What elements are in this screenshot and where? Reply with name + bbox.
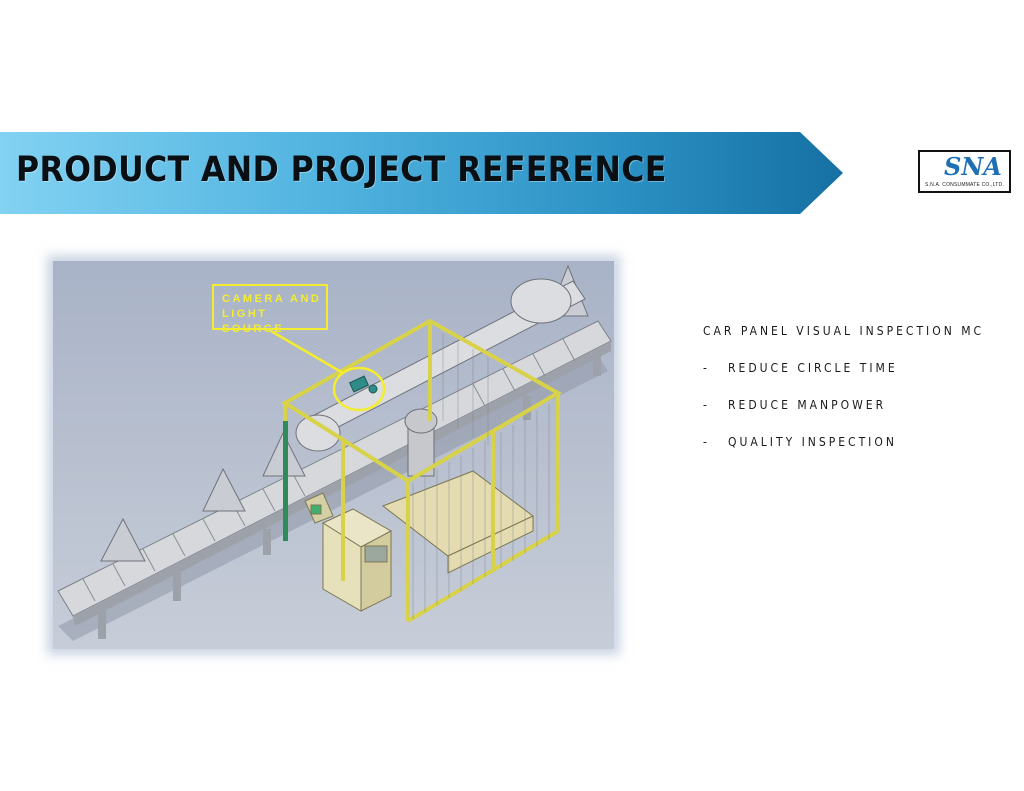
- list-item-text: REDUCE CIRCLE TIME: [728, 361, 898, 375]
- bullet-dash: -: [703, 398, 710, 412]
- list-item: - REDUCE MANPOWER: [703, 395, 984, 415]
- benefit-list: - REDUCE CIRCLE TIME - REDUCE MANPOWER - QU…: [703, 358, 984, 452]
- project-info: CAR PANEL VISUAL INSPECTION MC - REDUCE C…: [703, 321, 984, 452]
- callout-line: LIGHT SOURCE: [222, 308, 285, 335]
- list-item-text: QUALITY INSPECTION: [728, 435, 897, 449]
- list-item: - REDUCE CIRCLE TIME: [703, 358, 984, 378]
- logo-mark: SNA: [944, 152, 1002, 181]
- camera-callout-ring: [332, 366, 386, 412]
- callout-line: CAMERA AND: [222, 293, 322, 305]
- bullet-dash: -: [703, 435, 710, 449]
- title-banner: [0, 132, 843, 214]
- project-heading: CAR PANEL VISUAL INSPECTION MC: [703, 324, 985, 338]
- logo-company-name: S.N.A. CONSUMMATE CO.,LTD.: [925, 182, 1004, 188]
- inspection-machine-render: [53, 261, 614, 649]
- camera-callout-leader: [270, 329, 344, 375]
- page-title: PRODUCT AND PROJECT REFERENCE: [16, 150, 667, 190]
- bullet-dash: -: [703, 361, 710, 375]
- list-item-text: REDUCE MANPOWER: [728, 398, 887, 412]
- camera-callout-label: CAMERA AND LIGHT SOURCE: [212, 284, 328, 335]
- company-logo: SNA S.N.A. CONSUMMATE CO.,LTD.: [918, 150, 1011, 193]
- list-item: - QUALITY INSPECTION: [703, 432, 984, 452]
